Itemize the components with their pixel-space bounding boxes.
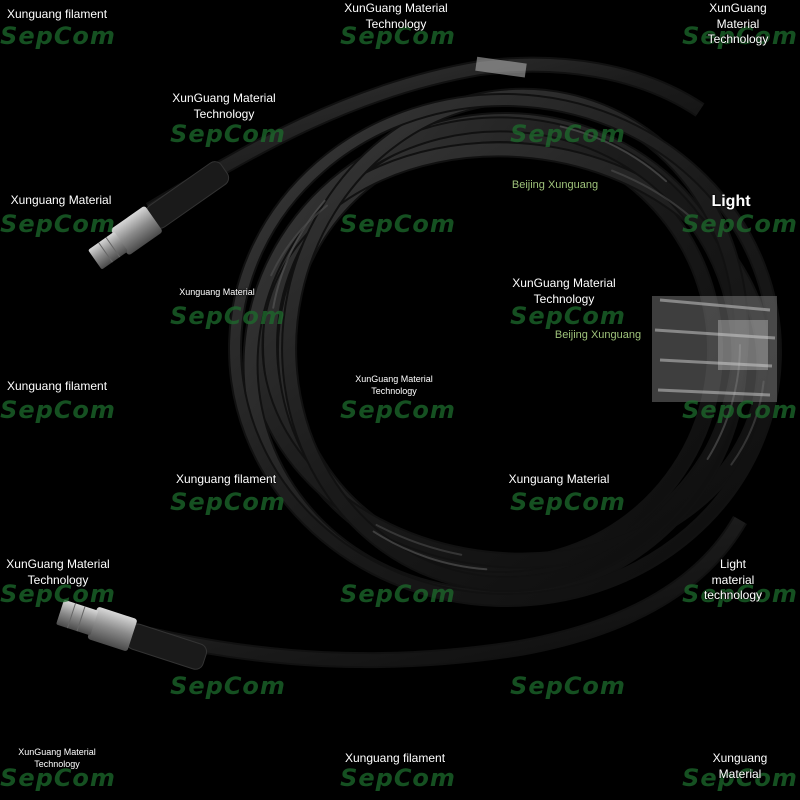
watermark-text: XunGuang Material Technology	[6, 557, 110, 587]
logo-watermark: SepCom	[682, 396, 798, 424]
watermark-text: XunGuang Material Technology	[344, 1, 448, 31]
watermark-text: Xunguang Material	[508, 472, 610, 486]
cable-label-band	[475, 56, 527, 78]
watermark-text: Xunguang filament	[6, 379, 108, 393]
watermark-text: XunGuang Material Technology	[707, 1, 769, 47]
watermark-text: XunGuang Material Technology	[172, 91, 276, 121]
logo-watermark: SepCom	[510, 120, 626, 148]
watermark-text: Light	[711, 193, 751, 210]
watermark-text: XunGuang Material Technology	[512, 276, 616, 306]
watermark-text: Light material technology	[703, 557, 763, 603]
lower-connector	[56, 600, 208, 670]
watermark-text: Xunguang Material	[10, 193, 112, 207]
logo-watermark: SepCom	[0, 210, 116, 238]
logo-watermark: SepCom	[682, 764, 798, 792]
logo-watermark: SepCom	[170, 488, 286, 516]
watermark-text: Xunguang Material	[179, 287, 255, 297]
logo-watermark: SepCom	[340, 22, 456, 50]
logo-watermark: SepCom	[0, 580, 116, 608]
logo-watermark: SepCom	[340, 764, 456, 792]
watermark-text: Xunguang filament	[344, 751, 446, 765]
logo-watermark: SepCom	[510, 302, 626, 330]
logo-watermark: SepCom	[340, 580, 456, 608]
logo-watermark: SepCom	[0, 764, 116, 792]
upper-cable-lead	[145, 56, 705, 217]
watermark-text: Xunguang filament	[175, 472, 277, 486]
logo-watermark: SepCom	[682, 580, 798, 608]
logo-watermark: SepCom	[682, 22, 798, 50]
logo-watermark: SepCom	[170, 120, 286, 148]
logo-watermark: SepCom	[340, 210, 456, 238]
logo-watermark: SepCom	[682, 210, 798, 238]
logo-watermark: SepCom	[170, 302, 286, 330]
cable-coil	[228, 87, 782, 608]
logo-watermark: SepCom	[510, 488, 626, 516]
watermark-text: Xunguang filament	[6, 7, 108, 21]
watermark-text: XunGuang Material Technology	[18, 747, 96, 769]
logo-watermark: SepCom	[340, 396, 456, 424]
watermark-text: Beijing Xunguang	[511, 179, 599, 191]
watermark-text: Xunguang Material	[712, 751, 768, 781]
upper-connector	[88, 161, 230, 269]
logo-watermark: SepCom	[510, 672, 626, 700]
watermark-text: XunGuang Material Technology	[355, 374, 433, 396]
logo-watermark: SepCom	[0, 396, 116, 424]
watermark-text: Beijing Xunguang	[554, 329, 642, 341]
lower-cable-lead	[148, 515, 747, 669]
logo-watermark: SepCom	[0, 22, 116, 50]
tape-wrap	[652, 296, 777, 402]
logo-watermark: SepCom	[170, 672, 286, 700]
